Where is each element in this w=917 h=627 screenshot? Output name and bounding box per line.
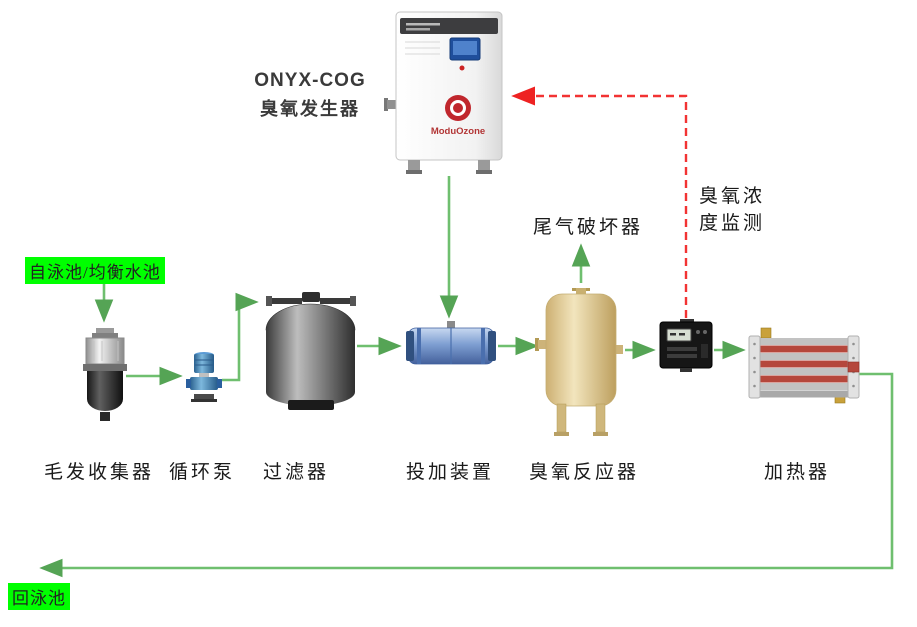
filter-body bbox=[266, 329, 355, 392]
generator-band-text-line2 bbox=[406, 28, 430, 31]
heater-right-valve bbox=[847, 361, 860, 373]
hair-collector-drain bbox=[100, 412, 110, 421]
flow-lines bbox=[39, 176, 894, 578]
ozone-generator-unit: ModuOzone bbox=[384, 11, 503, 174]
generator-top-band bbox=[400, 18, 498, 34]
reactor-outlet-nozzle bbox=[614, 345, 623, 354]
from-pool-label: 自泳池/均衡水池 bbox=[25, 257, 165, 284]
pump-volute bbox=[190, 377, 218, 390]
filter-left-pipe bbox=[270, 298, 302, 304]
generator-name-text: 臭氧发生器 bbox=[260, 99, 360, 119]
generator-band-text-line bbox=[406, 23, 440, 26]
filter-right-pipe bbox=[320, 298, 352, 304]
generator-cabinet bbox=[395, 11, 503, 161]
hair-collector-inlet bbox=[96, 328, 114, 335]
monitor-button bbox=[696, 330, 700, 334]
filter-label: 过滤器 bbox=[263, 462, 330, 483]
hair-collector-lower-body bbox=[87, 371, 123, 411]
flow-heater-to-return-pool bbox=[39, 372, 894, 578]
generator-brand-text: ModuOzone bbox=[431, 126, 485, 137]
pump-inlet-flange bbox=[186, 379, 191, 388]
pump-base bbox=[191, 399, 217, 402]
pump-motor bbox=[194, 354, 214, 373]
ozone-monitor-label: 臭氧浓 度监测 bbox=[699, 183, 765, 237]
heater-top-fitting bbox=[760, 327, 772, 339]
filter-base bbox=[288, 400, 334, 410]
ozone-monitor-unit bbox=[659, 319, 713, 372]
ozone-monitor-label-line2: 度监测 bbox=[699, 213, 766, 234]
ozone-monitor-label-line1: 臭氧浓 bbox=[699, 186, 766, 207]
heater-unit bbox=[748, 327, 860, 404]
heater-left-plate bbox=[748, 335, 761, 399]
dosing-left-cap bbox=[406, 331, 414, 361]
generator-label: ONYX-COG 臭氧发生器 bbox=[240, 70, 380, 121]
filter-dome bbox=[265, 303, 356, 331]
reactor-inlet-flange bbox=[535, 338, 539, 351]
signal-monitor-to-generator bbox=[511, 86, 688, 318]
tail-gas-destructor-label: 尾气破坏器 bbox=[533, 217, 644, 238]
generator-model-text: ONYX-COG bbox=[254, 70, 366, 91]
ozone-reactor-label: 臭氧反应器 bbox=[529, 462, 640, 483]
circulation-pump-label: 循环泵 bbox=[169, 462, 236, 483]
heater-label: 加热器 bbox=[764, 462, 831, 483]
flow-pump-to-filter bbox=[222, 292, 259, 382]
filter-unit bbox=[265, 292, 356, 410]
generator-indicator-light bbox=[459, 65, 465, 71]
hair-collector-flange bbox=[83, 364, 127, 371]
generator-foot-right bbox=[478, 160, 490, 170]
generator-foot-left bbox=[408, 160, 420, 170]
filter-top-valve bbox=[302, 292, 320, 302]
reactor-body bbox=[545, 293, 617, 407]
reactor-leg-right bbox=[595, 403, 606, 433]
hair-collector-unit bbox=[83, 328, 127, 421]
generator-screen-display bbox=[453, 41, 477, 55]
generator-side-pipe bbox=[387, 100, 397, 109]
circulation-pump-unit bbox=[186, 352, 222, 402]
reactor-leg-left bbox=[556, 403, 567, 433]
generator-side-flange bbox=[384, 98, 388, 111]
dosing-device-unit bbox=[406, 321, 496, 365]
heater-tubes bbox=[760, 338, 848, 398]
pump-outlet-flange bbox=[217, 379, 222, 388]
hair-collector-label: 毛发收集器 bbox=[44, 462, 155, 483]
monitor-button2 bbox=[703, 330, 707, 334]
reactor-inlet-nozzle bbox=[538, 340, 548, 349]
ozone-reactor-unit bbox=[535, 288, 623, 436]
dosing-right-cap bbox=[488, 331, 496, 361]
brand-logo-icon bbox=[445, 95, 471, 121]
dosing-top-fitting bbox=[447, 321, 455, 328]
to-pool-label: 回泳池 bbox=[8, 583, 70, 610]
dosing-device-label: 投加装置 bbox=[406, 462, 495, 483]
reactor-top-nozzle bbox=[576, 288, 586, 296]
